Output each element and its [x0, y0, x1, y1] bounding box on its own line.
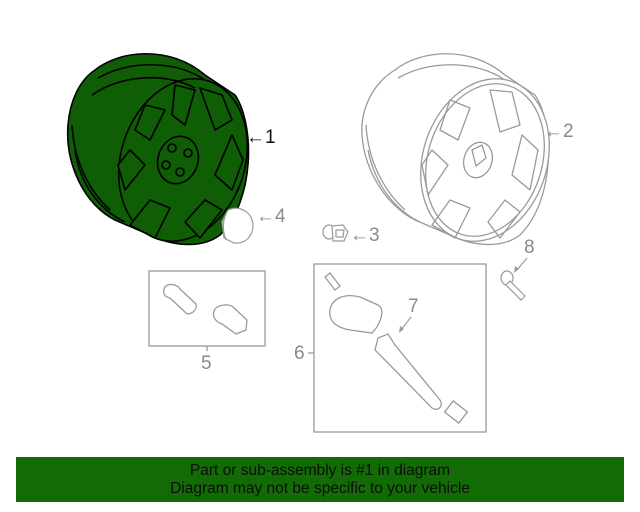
callout-3[interactable]: ←3	[350, 225, 380, 246]
lug-nut-part-3[interactable]	[322, 224, 349, 242]
callout-1[interactable]: ←1	[246, 127, 276, 148]
callout-arrow: ←	[544, 121, 563, 142]
callout-7[interactable]: 7	[408, 296, 419, 317]
callout-arrow: ←	[246, 127, 265, 148]
callout-2[interactable]: ←2	[544, 121, 574, 142]
banner-line-2: Diagram may not be specific to your vehi…	[170, 479, 470, 497]
callout-8[interactable]: 8	[524, 237, 535, 258]
sensor-kit-box-part-6[interactable]	[308, 263, 487, 433]
center-cap-part-4[interactable]	[221, 207, 254, 244]
callout-arrow: ←	[256, 206, 275, 227]
info-banner: Part or sub-assembly is #1 in diagram Di…	[16, 457, 624, 502]
callout-4[interactable]: ←4	[256, 206, 286, 227]
callout-6[interactable]: 6	[294, 343, 305, 364]
screw-part-8[interactable]	[500, 270, 526, 301]
callout-5[interactable]: 5	[201, 353, 212, 374]
callout-arrow: ←	[350, 225, 369, 246]
wheel-part-1[interactable]	[66, 52, 268, 258]
wheel-lock-kit-box-part-5[interactable]	[148, 270, 266, 351]
parts-diagram: ←1 ←2 ←3 ←4 5 6 7 8	[66, 52, 574, 433]
wheel-part-2[interactable]	[361, 53, 570, 258]
banner-line-1: Part or sub-assembly is #1 in diagram	[189, 461, 451, 479]
